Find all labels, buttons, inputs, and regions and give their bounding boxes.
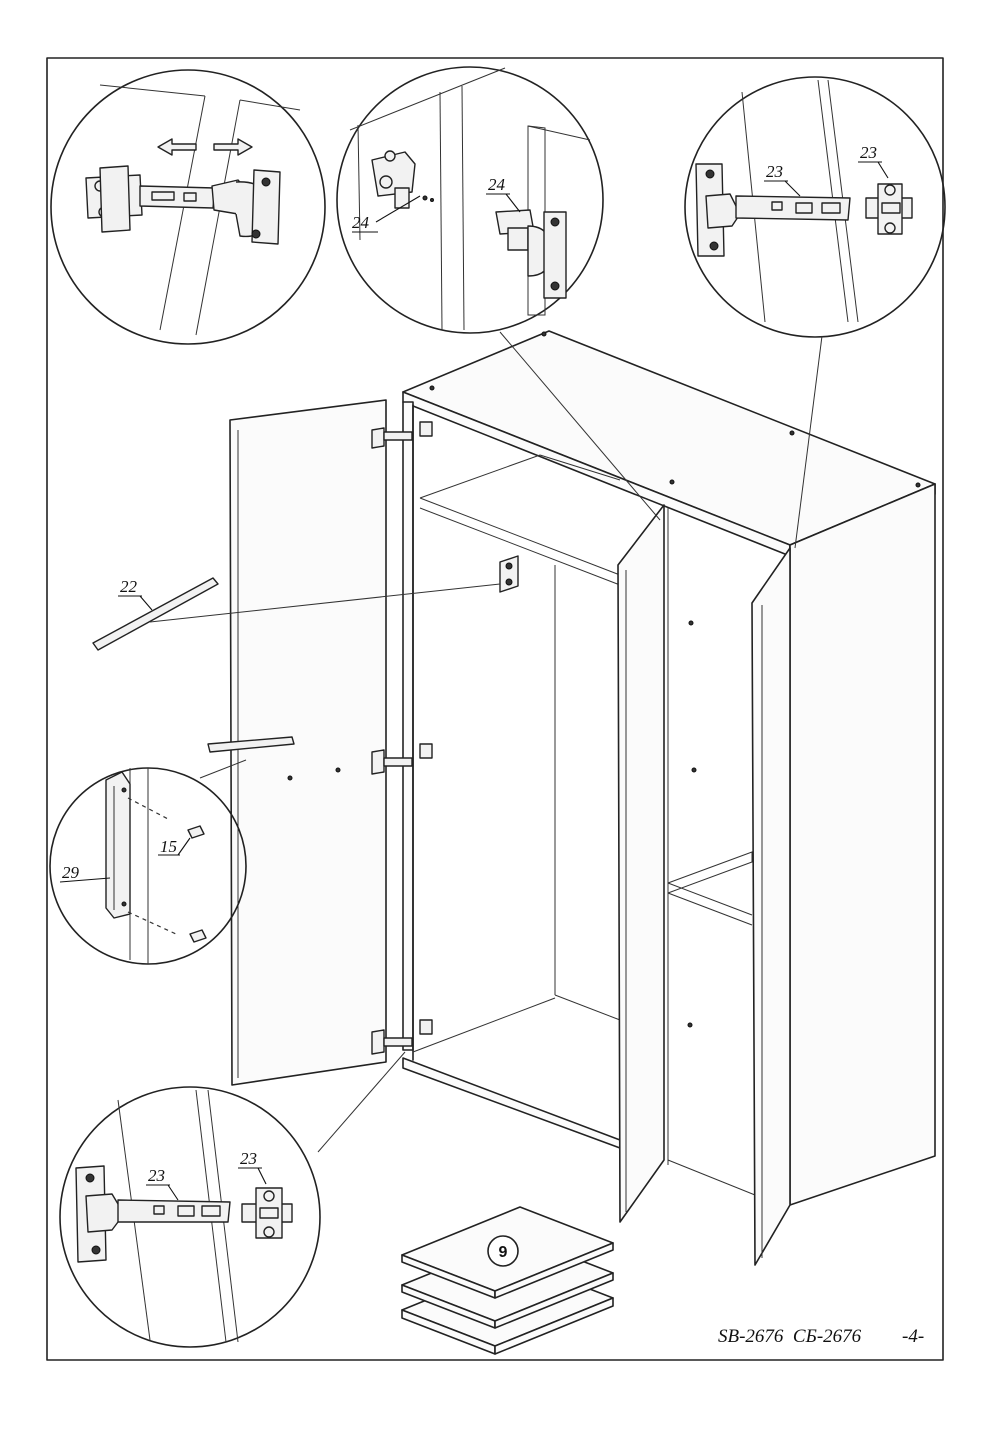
label-24-plate: 24 xyxy=(352,213,370,232)
hinge-plate-icon xyxy=(241,1187,293,1239)
double-arrow-icon xyxy=(157,138,253,156)
hinge-icon xyxy=(371,421,433,449)
label-15: 15 xyxy=(160,837,177,856)
hinge-icon xyxy=(371,1019,433,1055)
hinge-icon xyxy=(85,165,281,245)
middle-door xyxy=(617,504,665,1223)
page-number: -4- xyxy=(902,1326,924,1347)
label-29: 29 xyxy=(62,863,80,882)
right-door xyxy=(751,547,791,1266)
rail-holder-icon xyxy=(499,555,519,593)
label-22: 22 xyxy=(120,577,138,596)
label-23-arm: 23 xyxy=(766,162,783,181)
page-frame xyxy=(46,57,944,1361)
detail-hinge-23-bottom: 23 23 xyxy=(59,1086,321,1348)
hinge-icon xyxy=(371,743,433,775)
left-door xyxy=(229,399,387,1086)
rail-22: 22 xyxy=(92,577,501,651)
model-code: SB-2676 СБ-2676 xyxy=(718,1326,862,1347)
detail-hinge-23-top: 23 23 xyxy=(684,76,946,338)
detail-hinge-adjust xyxy=(50,69,326,345)
label-23-bottom-plate: 23 xyxy=(240,1149,257,1168)
label-23-plate: 23 xyxy=(860,143,877,162)
wardrobe xyxy=(207,330,936,1266)
hinge-arm-icon xyxy=(695,163,851,257)
detail-handle-29: 15 29 xyxy=(49,767,247,965)
hinge-body-icon xyxy=(495,209,567,299)
hinge-plate-icon xyxy=(371,150,434,209)
hinge-arm-icon xyxy=(75,1165,231,1263)
label-9: 9 xyxy=(499,1244,508,1261)
detail-hinge-24: 24 24 xyxy=(336,66,604,334)
hinge-plate-icon xyxy=(865,183,913,235)
shelves-stack: 9 xyxy=(401,1206,614,1355)
door-handle xyxy=(207,736,295,753)
label-23-bottom-arm: 23 xyxy=(148,1166,165,1185)
handle-icon xyxy=(105,771,131,919)
screw-icon xyxy=(187,825,207,943)
label-24-body: 24 xyxy=(488,175,506,194)
